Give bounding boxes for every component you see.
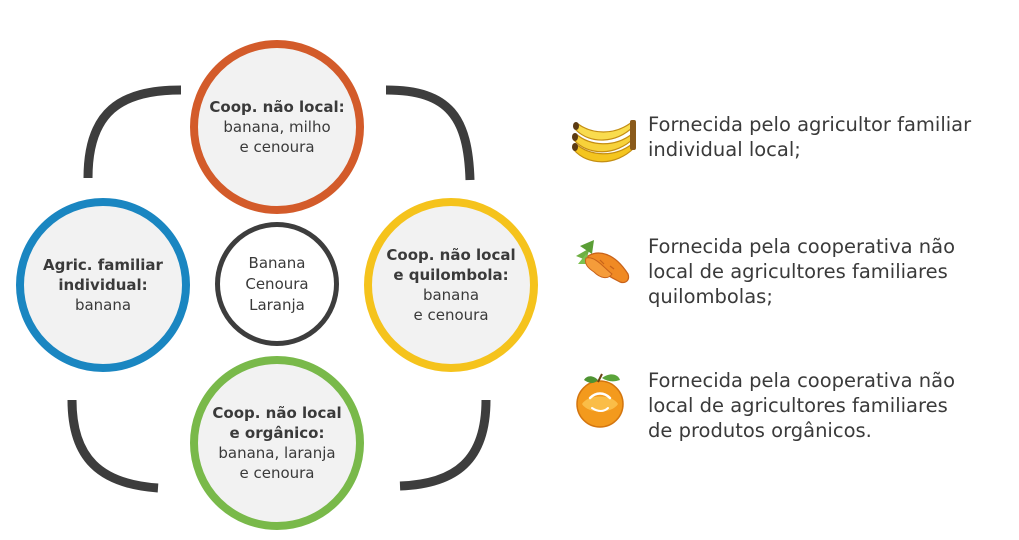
circle-agric-familiar: Agric. familiar individual: banana: [16, 198, 190, 372]
banana-icon: [568, 112, 640, 174]
circle-bottom-title: Coop. não local e orgânico:: [212, 404, 342, 442]
circle-left-desc: banana: [74, 296, 132, 314]
circle-right-desc: banana e cenoura: [413, 286, 489, 324]
connector-arc-top-left: [83, 85, 182, 179]
legend-text-orange: Fornecida pela cooperativa não local de …: [648, 369, 956, 442]
circle-top-desc: banana, milho e cenoura: [223, 118, 331, 156]
circle-top-title: Coop. não local:: [209, 98, 345, 116]
circle-left-title: Agric. familiar individual:: [43, 256, 163, 294]
legend-text-banana: Fornecida pelo agricultor familiar indiv…: [648, 113, 972, 161]
carrot-icon: [568, 234, 640, 296]
circle-coop-quilombola: Coop. não local e quilombola: banana e c…: [364, 198, 538, 372]
connector-arc-bottom-right: [399, 399, 491, 491]
connector-arc-top-right: [385, 85, 475, 181]
legend-item-carrot: Fornecida pela cooperativa não local de …: [568, 234, 1008, 309]
circle-right-title: Coop. não local e quilombola:: [386, 246, 516, 284]
legend-text-carrot: Fornecida pela cooperativa não local de …: [648, 235, 956, 308]
circle-coop-nao-local: Coop. não local: banana, milho e cenoura: [190, 40, 364, 214]
legend-item-orange: Fornecida pela cooperativa não local de …: [568, 368, 1008, 443]
orange-icon: [568, 368, 640, 430]
connector-arc-bottom-left: [67, 399, 159, 493]
circle-center-products: Banana Cenoura Laranja: [215, 222, 339, 346]
circle-coop-organico: Coop. não local e orgânico: banana, lara…: [190, 356, 364, 530]
legend-item-banana: Fornecida pelo agricultor familiar indiv…: [568, 112, 1008, 174]
circle-bottom-desc: banana, laranja e cenoura: [218, 444, 336, 482]
